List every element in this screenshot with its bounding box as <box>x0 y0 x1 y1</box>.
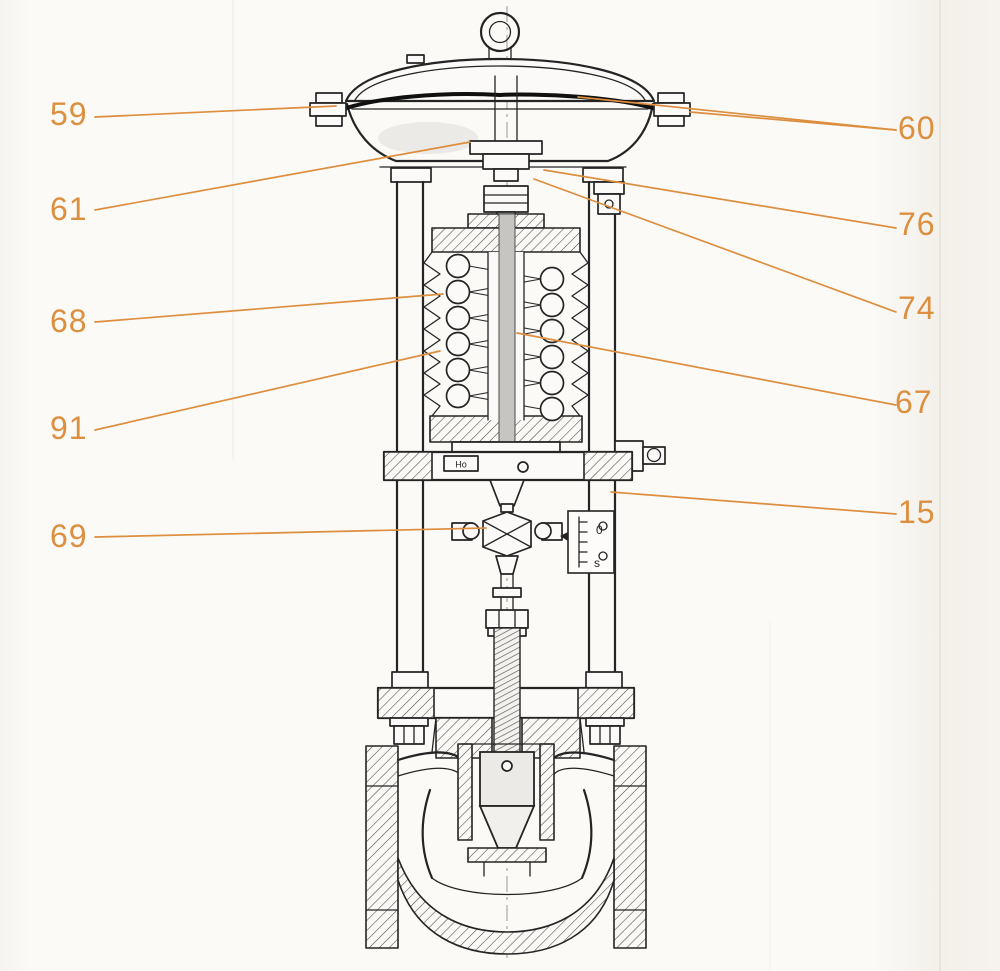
diaphragm-clamp-right <box>653 92 691 127</box>
plug-stem <box>498 213 516 481</box>
support-column-right <box>582 167 666 697</box>
valve-body <box>365 743 647 955</box>
spring-assembly <box>423 213 589 481</box>
valve-plug <box>478 751 536 849</box>
scale-s-text: s <box>594 556 600 570</box>
callout-74: 74 <box>898 290 936 326</box>
support-column-left <box>390 167 432 697</box>
pipe-flange-right <box>613 745 647 949</box>
stem-coupling <box>451 503 563 575</box>
callout-68: 68 <box>50 303 88 339</box>
scale-zero-text: 0 <box>596 523 603 537</box>
threaded-stem <box>493 627 521 759</box>
scan-artifacts <box>232 0 941 971</box>
yoke: Ho <box>382 450 634 507</box>
callout-91: 91 <box>50 410 88 446</box>
yoke-marking-text: Ho <box>455 460 467 470</box>
spring-coils <box>445 253 565 422</box>
diaphragm-clamp-left <box>309 92 347 127</box>
callout-15: 15 <box>898 494 936 530</box>
callout-76: 76 <box>898 206 936 242</box>
callout-61: 61 <box>50 191 88 227</box>
callout-60: 60 <box>898 110 936 146</box>
valve-seat <box>467 847 547 863</box>
callout-69: 69 <box>50 518 88 554</box>
packing-gland <box>485 573 529 637</box>
leader-lines <box>94 96 897 538</box>
callout-59: 59 <box>50 96 88 132</box>
callout-67: 67 <box>895 384 933 420</box>
travel-indicator: 0 s <box>560 510 615 574</box>
pipe-flange-left <box>365 745 399 949</box>
